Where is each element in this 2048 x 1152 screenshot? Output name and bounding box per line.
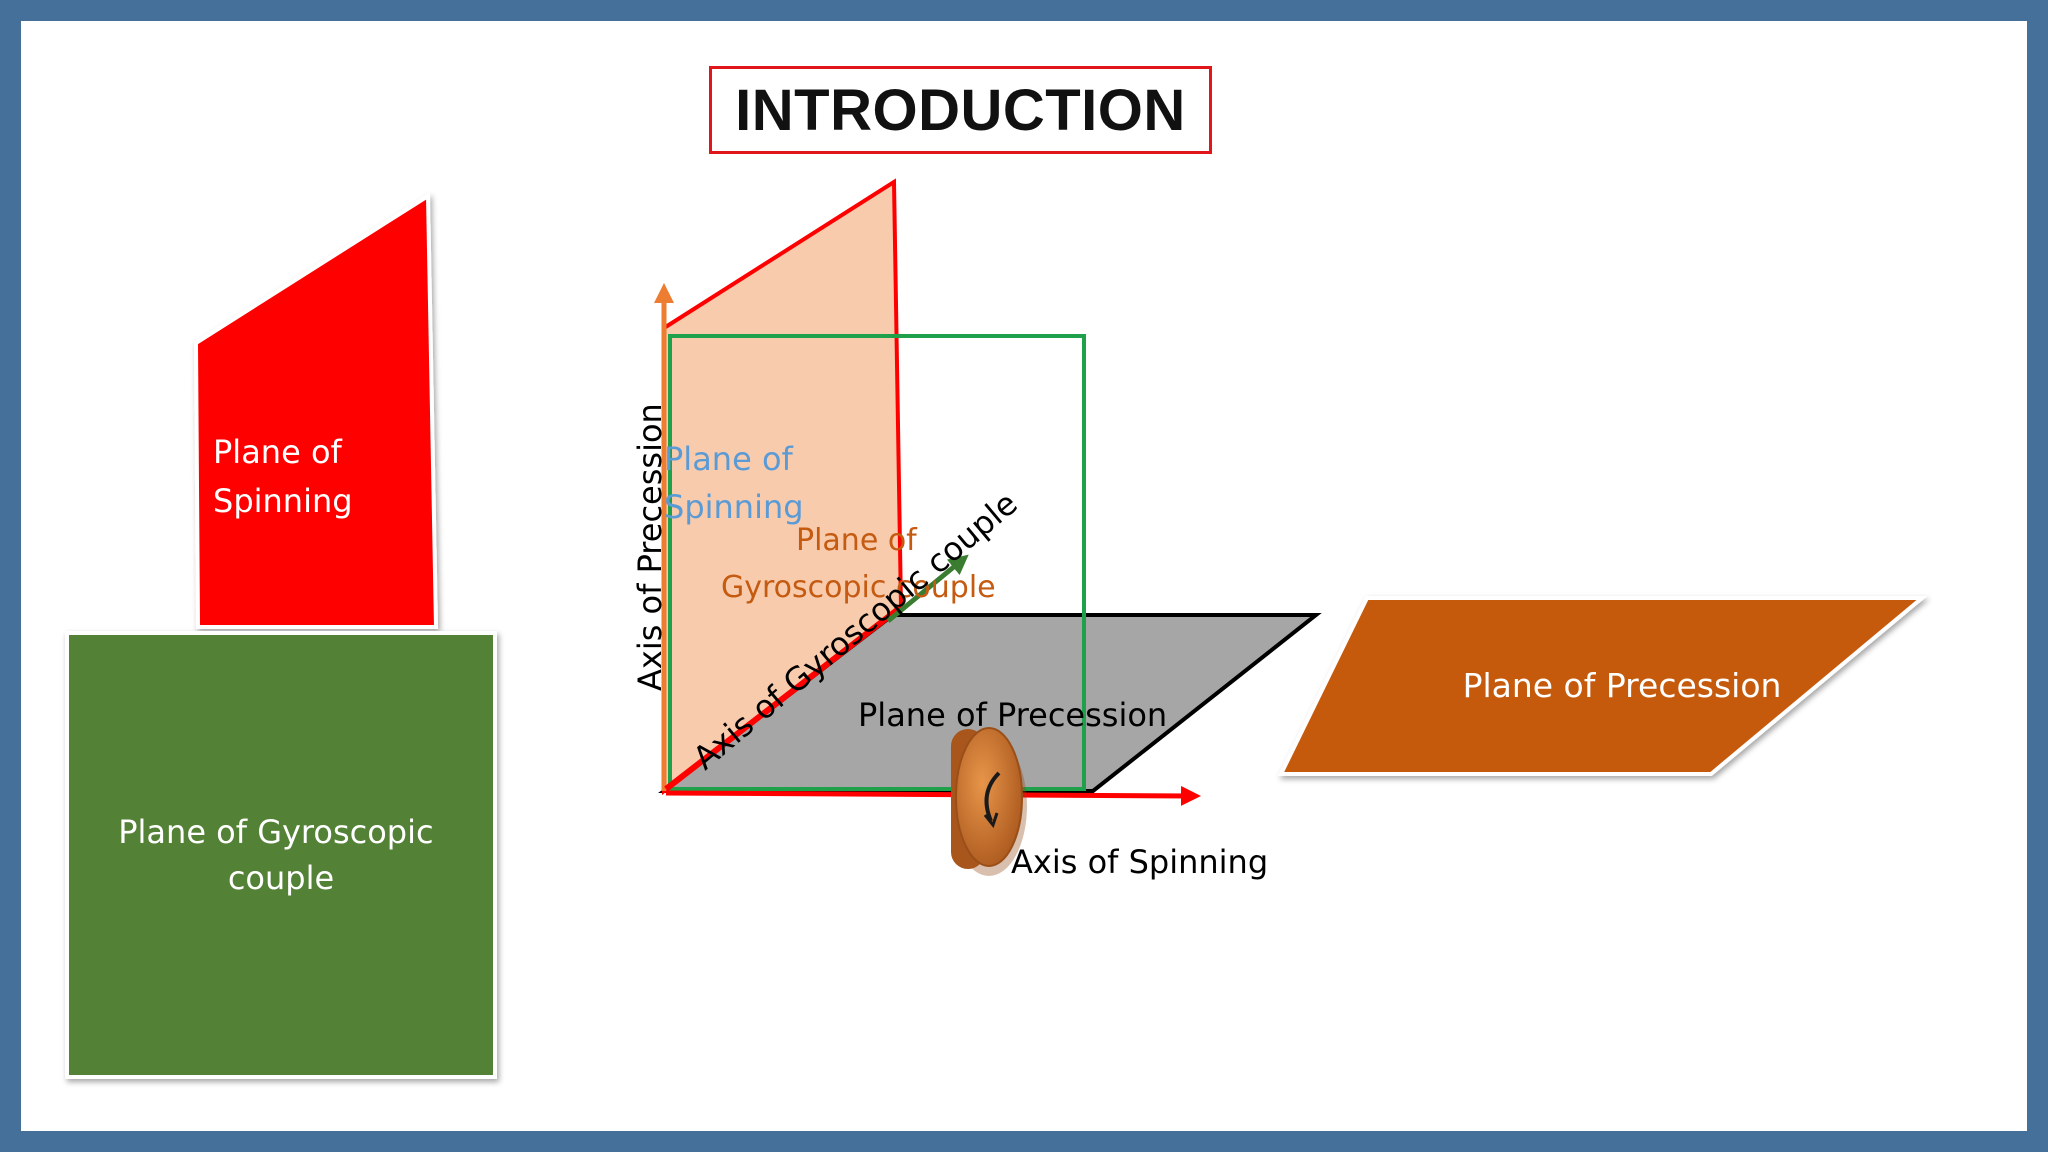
axis-of-spinning-label: Axis of Spinning — [1011, 843, 1268, 881]
left-gyroscopic-plane-shape — [65, 631, 497, 1079]
center-spinning-plane-label-line1: Plane of — [664, 440, 794, 478]
left-gyroscopic-plane-label-line2: couple — [228, 859, 334, 897]
center-spinning-plane-label-line2: Spinning — [664, 488, 804, 526]
left-spinning-plane-label-line1: Plane of — [213, 433, 343, 471]
right-precession-plane-label: Plane of Precession — [1463, 666, 1782, 705]
center-diagram: Plane of Spinning Plane of Gyroscopic co… — [631, 178, 1322, 881]
center-gyroscopic-plane-label-line1: Plane of — [796, 523, 918, 558]
axis-of-spinning-arrow — [665, 785, 1201, 806]
title-box: INTRODUCTION — [709, 66, 1212, 154]
spinning-wheel — [951, 727, 1027, 876]
axis-of-precession-label: Axis of Precession — [631, 403, 669, 691]
rotation-arrowhead-icon — [983, 812, 999, 829]
right-precession-plane: Plane of Precession — [1277, 596, 1928, 776]
gyroscope-diagram: Plane of Spinning Plane of Gyroscopic co… — [65, 178, 1928, 1079]
left-spinning-plane-label-line2: Spinning — [213, 482, 353, 520]
left-gyroscopic-plane: Plane of Gyroscopic couple — [65, 631, 497, 1079]
slide: INTRODUCTION Plane of — [21, 21, 2027, 1131]
page-title: INTRODUCTION — [735, 77, 1186, 143]
center-gyroscopic-plane — [668, 334, 1086, 791]
right-precession-plane-shape — [1277, 596, 1928, 776]
left-spinning-plane-shape — [193, 192, 439, 629]
diagonal-edge — [664, 604, 903, 792]
center-precession-plane-label: Plane of Precession — [858, 696, 1167, 734]
left-spinning-plane-label: Plane of Spinning — [213, 433, 353, 520]
center-gyroscopic-plane-label: Plane of Gyroscopic couple — [721, 523, 996, 605]
center-spinning-plane-label: Plane of Spinning — [664, 440, 804, 526]
left-gyroscopic-plane-label: Plane of Gyroscopic couple — [118, 813, 444, 897]
axis-of-gyroscopic-couple-arrow — [886, 554, 969, 623]
rotation-icon — [984, 771, 1001, 822]
left-gyroscopic-plane-label-line1: Plane of Gyroscopic — [118, 813, 433, 851]
wheel-disc — [955, 727, 1023, 867]
left-spinning-plane: Plane of Spinning — [193, 192, 439, 629]
center-gyroscopic-plane-label-line2: Gyroscopic couple — [721, 570, 996, 605]
